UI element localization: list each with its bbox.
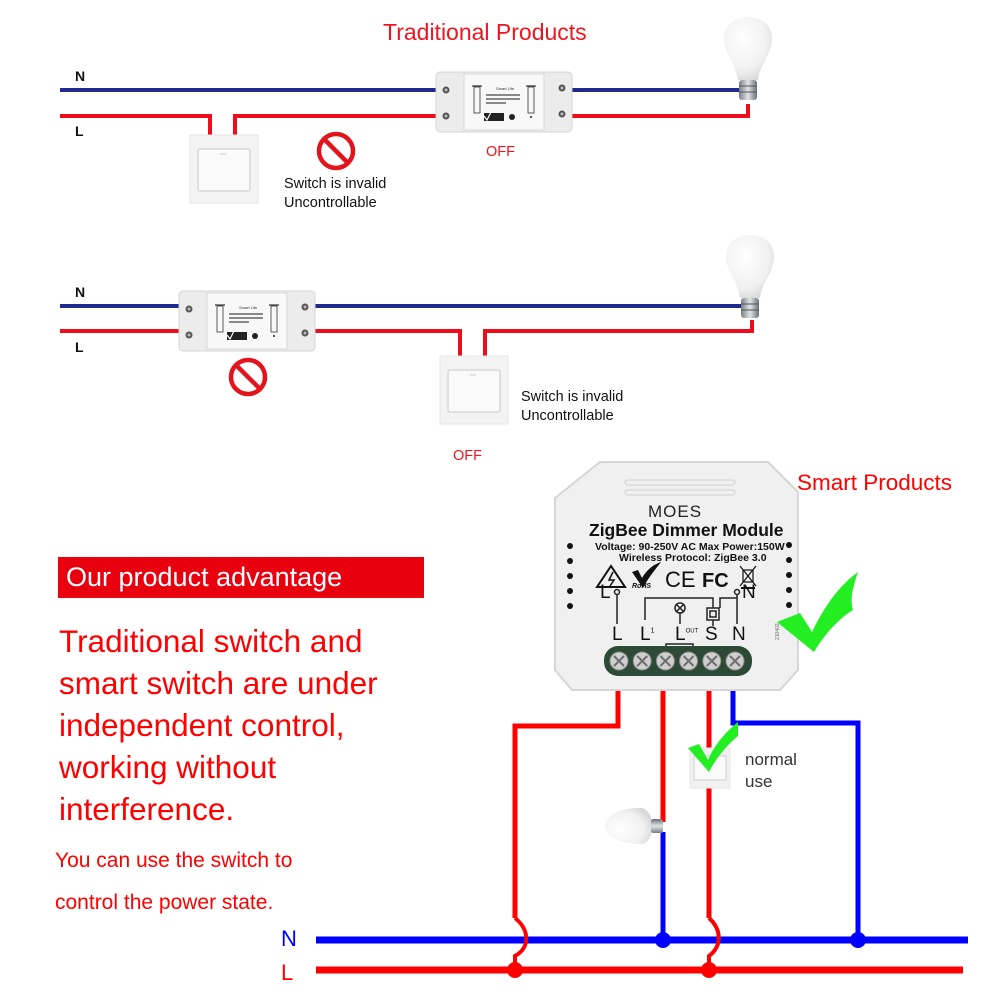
terminal-label-lout: LOUT	[675, 624, 698, 646]
terminal-label-l: L	[612, 624, 623, 645]
bus-live-label: L	[281, 960, 294, 985]
bus-neutral-label: N	[281, 926, 297, 951]
advantage-badge: Our product advantage	[58, 557, 424, 598]
junction-dot	[655, 932, 671, 948]
svg-text:RoHS: RoHS	[632, 583, 651, 590]
top-terminal-l: L	[600, 582, 611, 603]
traditional-diagram-1	[60, 17, 772, 204]
smart-relay	[178, 290, 316, 352]
neutral-wire	[730, 688, 861, 940]
live-label: L	[75, 123, 84, 139]
live-wire	[483, 320, 754, 356]
junction-dot	[850, 932, 866, 948]
advantage-line: Traditional switch and	[59, 623, 363, 659]
terminal-label-l1-sup: 1	[650, 627, 655, 635]
terminal-screws	[609, 651, 745, 671]
warning-icon	[595, 564, 627, 588]
relay-brand: Smart Life	[239, 305, 258, 310]
neutral-label: N	[75, 68, 86, 84]
traditional-diagram-2	[60, 235, 774, 425]
smart-diagram: RoHS CE FC 210402	[316, 461, 968, 978]
normal-use-line-2: use	[745, 772, 773, 791]
module-schematic	[613, 588, 741, 648]
advantage-sub-text: You can use the switch to control the po…	[55, 840, 455, 924]
ce-mark: CE	[665, 567, 696, 592]
screw-slot	[729, 655, 741, 667]
light-bulb-icon	[726, 235, 774, 318]
wall-switch	[439, 355, 509, 425]
normal-use-line-1: normal	[745, 750, 797, 769]
top-terminal-n: N	[742, 582, 756, 603]
advantage-sub-line: You can use the switch to	[55, 849, 293, 872]
advantage-line: smart switch are under	[59, 665, 378, 701]
weee-icon	[739, 565, 757, 589]
live-wire	[572, 104, 750, 118]
status-off: OFF	[486, 144, 515, 160]
prohibited-icon	[319, 134, 353, 168]
module-led-dots	[567, 542, 792, 609]
live-wire	[233, 114, 437, 137]
live-wire	[60, 114, 212, 137]
wire-crossover	[513, 916, 529, 970]
terminal-label-l1: L1	[640, 624, 654, 646]
neutral-label: N	[75, 284, 86, 300]
module-name: ZigBee Dimmer Module	[589, 520, 784, 540]
terminal-label-l1-base: L	[640, 624, 651, 645]
live-wire	[512, 688, 621, 918]
status-off: OFF	[453, 448, 482, 464]
switch-note-line-1: Switch is invalid	[284, 176, 387, 192]
live-wire	[314, 329, 462, 356]
advantage-line: working without	[59, 749, 277, 785]
screw-slot	[636, 655, 648, 667]
smart-products-title: Smart Products	[797, 470, 953, 495]
svg-text:210402: 210402	[775, 623, 781, 640]
wall-switch	[189, 134, 259, 204]
terminal-label-lout-base: L	[675, 624, 686, 645]
large-check-icon	[777, 572, 858, 652]
advantage-line: independent control,	[59, 707, 345, 743]
screw-slot	[682, 655, 695, 667]
screw-slot	[659, 655, 672, 667]
advantage-line: interference.	[59, 791, 235, 827]
switch-note-line-2: Uncontrollable	[521, 408, 614, 424]
junction-dot	[701, 962, 717, 978]
rohs-check-icon	[632, 562, 661, 588]
screw-slot	[613, 655, 625, 667]
screw-slot	[706, 655, 718, 667]
junction-dot	[507, 962, 523, 978]
switch-note-line-1: Switch is invalid	[521, 389, 624, 405]
certification-marks: RoHS CE FC	[595, 562, 757, 592]
terminal-label-n: N	[732, 624, 746, 645]
module-spec-voltage: Voltage: 90-250V AC Max Power:150W	[595, 541, 785, 553]
wire-crossover	[707, 916, 721, 970]
switch-note-line-2: Uncontrollable	[284, 195, 377, 211]
check-icon	[688, 722, 738, 772]
module-brand: MOES	[648, 502, 703, 521]
light-bulb-icon	[605, 808, 663, 844]
advantage-main-text: Traditional switch and smart switch are …	[59, 620, 459, 830]
smart-relay	[435, 71, 573, 133]
module-spec-protocol: Wireless Protocol: ZigBee 3.0	[619, 552, 767, 564]
fc-mark: FC	[702, 570, 729, 592]
light-bulb-icon	[724, 17, 772, 100]
prohibited-icon	[231, 360, 265, 394]
advantage-sub-line: control the power state.	[55, 891, 274, 914]
terminal-label-lout-sup: OUT	[685, 628, 699, 635]
terminal-label-s: S	[705, 624, 718, 645]
relay-brand: Smart Life	[496, 86, 515, 91]
live-label: L	[75, 339, 84, 355]
traditional-products-title: Traditional Products	[383, 19, 587, 45]
zigbee-dimmer-module: RoHS CE FC 210402	[554, 461, 799, 691]
